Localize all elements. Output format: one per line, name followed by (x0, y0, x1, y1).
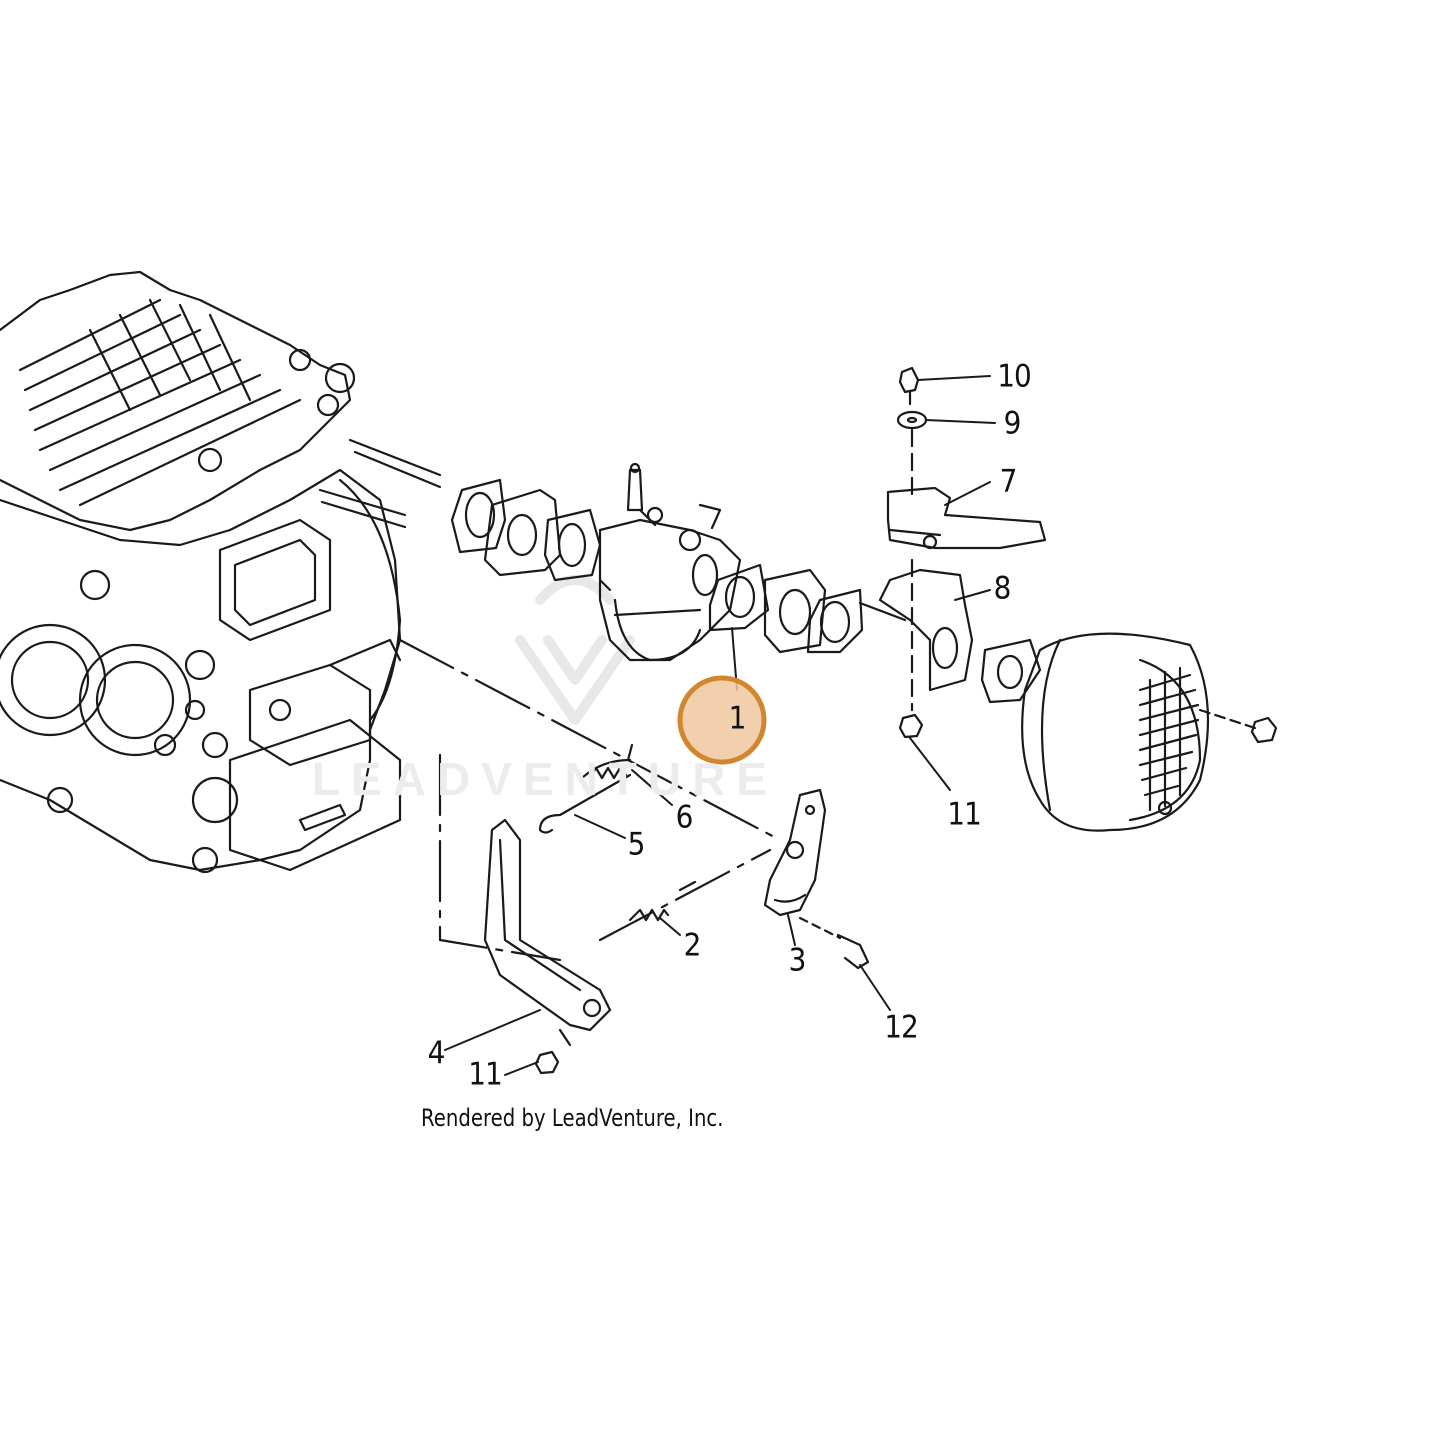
engine-block (0, 270, 442, 874)
callout-6[interactable]: 6 (675, 799, 694, 836)
intake-gaskets-right (708, 563, 864, 654)
callout-3[interactable]: 3 (788, 942, 807, 979)
callout-8[interactable]: 8 (993, 570, 1012, 607)
callout-2[interactable]: 2 (683, 927, 702, 964)
highlighted-callout-ring (677, 675, 767, 765)
leadventure-logo-mark (515, 575, 635, 725)
callout-5[interactable]: 5 (627, 826, 646, 863)
callout-11-upper[interactable]: 11 (947, 796, 981, 833)
callout-9[interactable]: 9 (1003, 405, 1022, 442)
intake-gaskets-left (450, 478, 602, 582)
render-credit-caption: Rendered by LeadVenture, Inc. (421, 1104, 724, 1132)
callout-1[interactable]: 1 (728, 700, 747, 737)
callout-12[interactable]: 12 (884, 1009, 918, 1046)
watermark-text: LEADVENTURE (312, 753, 779, 805)
callout-10[interactable]: 10 (997, 358, 1031, 395)
callout-leader-lines (444, 375, 996, 1076)
callout-11-lower[interactable]: 11 (468, 1056, 502, 1093)
air-cleaner-bracket (858, 366, 1047, 739)
governor-linkage (398, 638, 870, 1075)
air-cleaner-cover (1021, 632, 1278, 832)
callout-7[interactable]: 7 (999, 463, 1018, 500)
callout-4[interactable]: 4 (427, 1035, 446, 1072)
carburetor (598, 462, 742, 662)
